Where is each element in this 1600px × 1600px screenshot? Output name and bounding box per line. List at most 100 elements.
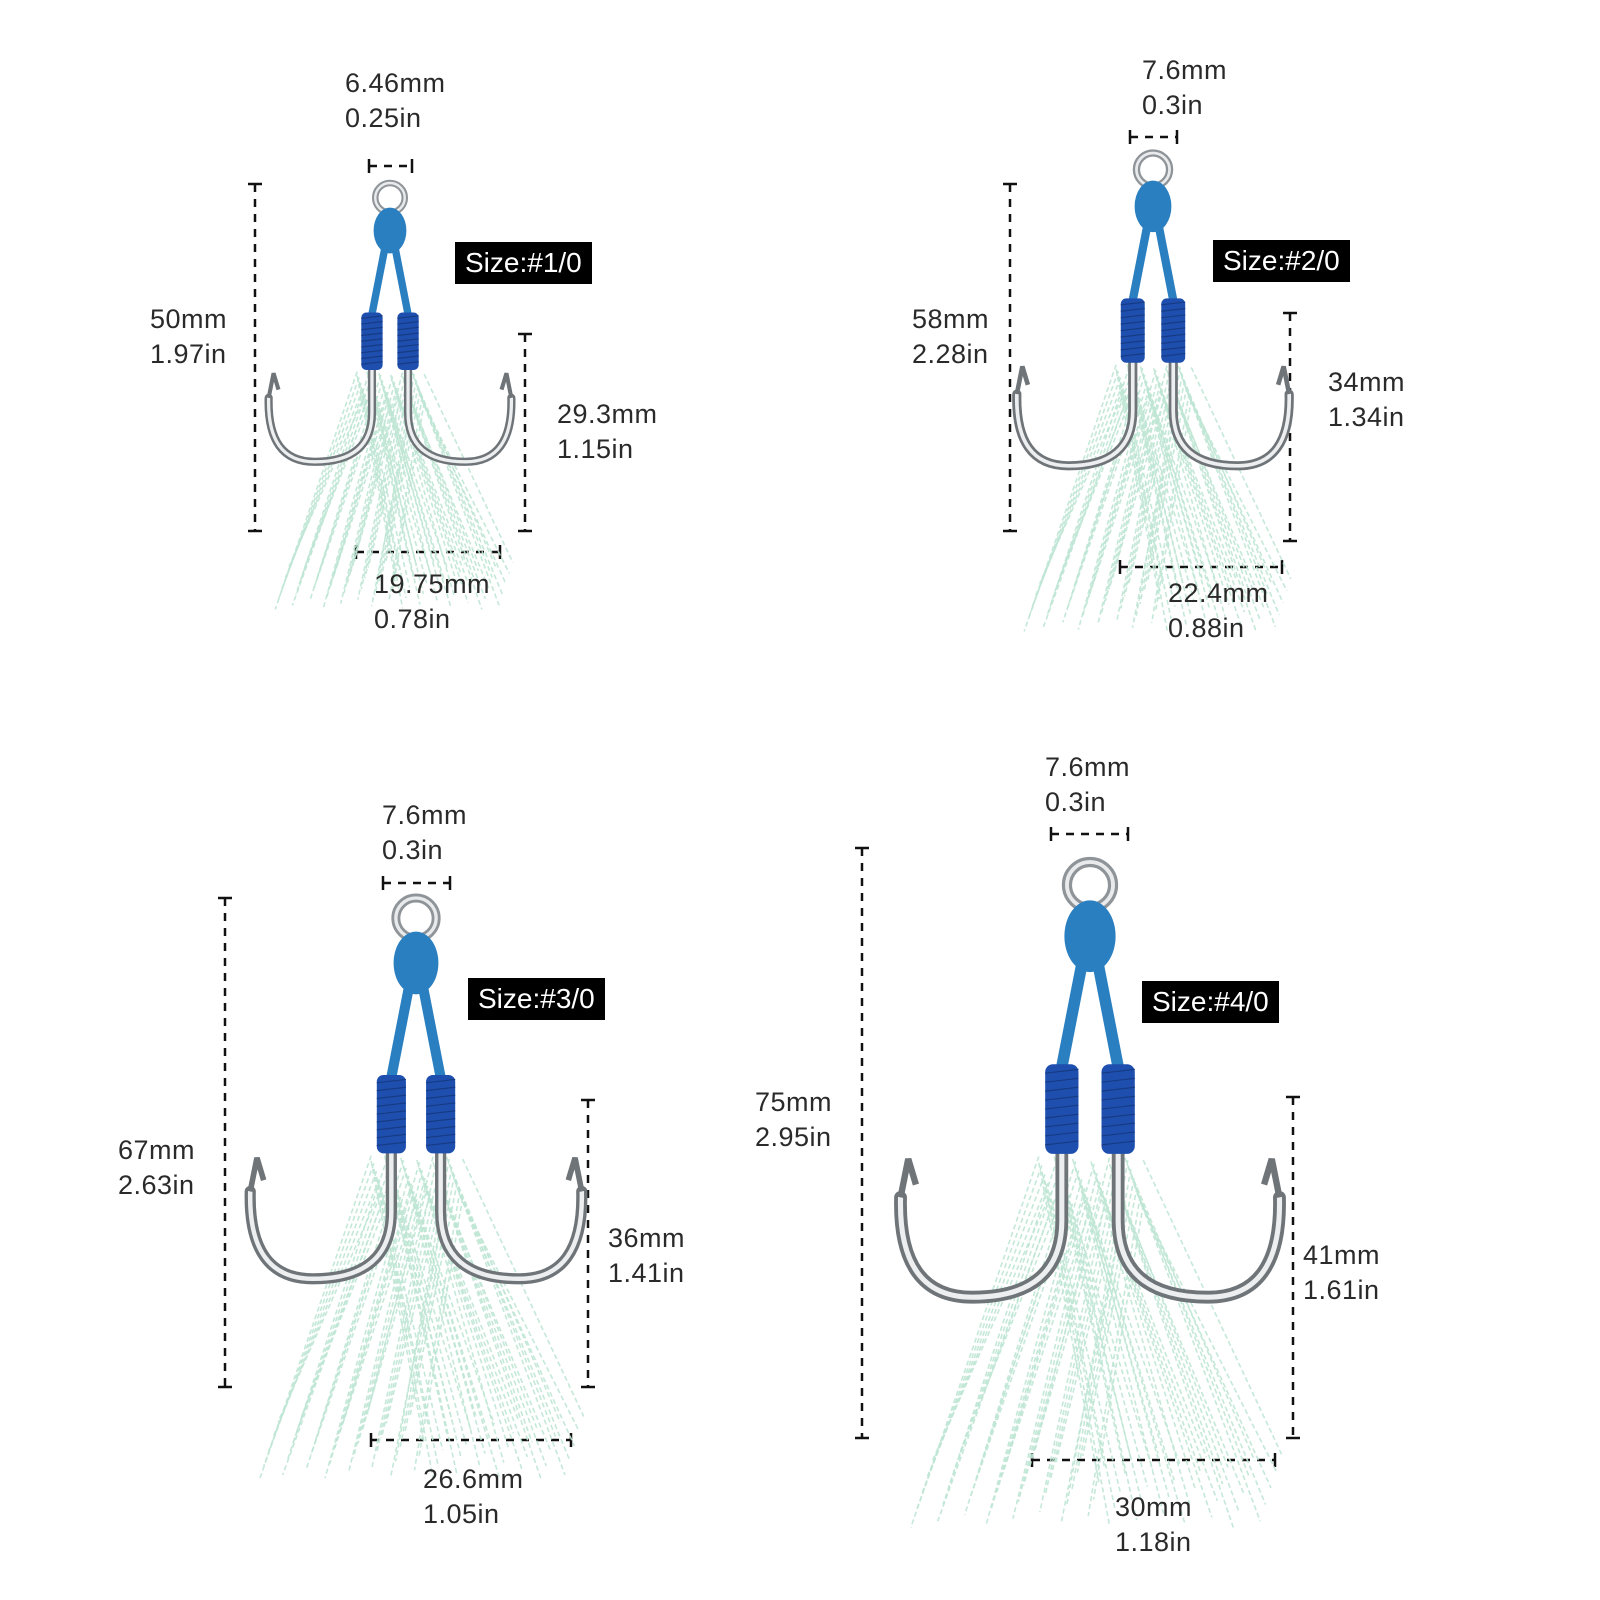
- skirt-strand-1-14: [322, 386, 386, 608]
- cord-knot-2: [1134, 180, 1172, 233]
- skirt-strand-2-27: [1127, 391, 1177, 585]
- thread-turn-3--1-3: [376, 1102, 406, 1107]
- skirt-strand-4-16: [996, 1197, 1089, 1492]
- thread-turn-1-1-7: [397, 355, 419, 360]
- skirt-strand-2-18: [1092, 369, 1157, 582]
- skirt-strand-4-17: [1001, 1206, 1092, 1476]
- skirt-strand-1-2: [281, 382, 362, 589]
- hook-point-right-1: [499, 372, 514, 399]
- thread-turn-3-1-8: [426, 1141, 456, 1147]
- thread-turn-2-1-8: [1161, 352, 1186, 357]
- skirt-strand-3-17: [338, 1199, 418, 1435]
- skirt-strand-3-43: [391, 1178, 463, 1460]
- skirt-strand-2-4: [1038, 390, 1126, 584]
- skirt-strand-2-67: [1186, 390, 1284, 604]
- thread-turn-3-1-6: [426, 1125, 456, 1131]
- skirt-strand-3-26: [380, 1180, 442, 1439]
- thread-turn-4-1-7: [1101, 1131, 1135, 1137]
- skirt-strand-2-9: [1058, 385, 1137, 580]
- thread-turn-1-1-5: [397, 343, 419, 348]
- hook-point-left-4: [897, 1158, 919, 1198]
- size-badge-1: Size:#1/0: [455, 242, 592, 284]
- skirt-strand-2-15: [1081, 387, 1151, 618]
- skirt-strand-2-60: [1170, 382, 1257, 632]
- thread-turn-4-1-1: [1101, 1077, 1135, 1083]
- thread-turn-3--1-0: [376, 1078, 406, 1084]
- hook-shine-right-3: [438, 1151, 585, 1282]
- skirt-strand-4-59: [1111, 1172, 1229, 1468]
- thread-turn-2-1-0: [1161, 301, 1186, 306]
- skirt-strand-2-59: [1168, 376, 1253, 589]
- thread-turn-2--1-0: [1120, 301, 1145, 306]
- thread-turn-2--1-1: [1120, 307, 1145, 312]
- skirt-strand-2-30: [1139, 373, 1184, 604]
- thread-turn-2--1-7: [1120, 346, 1145, 351]
- thread-turn-4-1-4: [1101, 1104, 1135, 1110]
- cord-left-3: [386, 984, 415, 1079]
- thread-turn-1--1-5: [361, 343, 383, 348]
- skirt-strand-1-69: [423, 373, 514, 564]
- skirt-strand-3-3: [272, 1178, 381, 1438]
- thread-wrap-right-3: [426, 1074, 456, 1154]
- skirt-strand-1-51: [387, 401, 452, 608]
- skirt-strand-1-35: [356, 375, 397, 581]
- hook-steel-right-3: [435, 1147, 588, 1285]
- skirt-strand-2-65: [1181, 378, 1277, 628]
- skirt-strand-1-65: [415, 383, 500, 606]
- thread-turn-1-1-4: [397, 338, 419, 342]
- skirt-strand-3-59: [434, 1169, 538, 1429]
- thread-turn-1--1-3: [361, 332, 383, 337]
- cord-left-4: [1056, 960, 1088, 1068]
- thread-turn-4--1-6: [1045, 1122, 1079, 1128]
- skirt-strand-2-36: [1117, 375, 1165, 588]
- skirt-strand-4-69: [1142, 1159, 1283, 1455]
- skirt-strand-2-42: [1130, 377, 1188, 627]
- skirt-strand-2-32: [1147, 386, 1188, 581]
- thread-turn-4--1-1: [1045, 1077, 1079, 1083]
- thread-wrap-right-4: [1101, 1064, 1135, 1154]
- skirt-strand-2-45: [1137, 396, 1199, 591]
- skirt-strand-1-44: [374, 394, 428, 584]
- skirt-strand-4-0: [910, 1156, 1040, 1528]
- skirt-strand-1-55: [395, 391, 466, 565]
- skirt-strand-4-60: [1114, 1181, 1235, 1528]
- skirt-strand-2-26: [1123, 384, 1175, 597]
- skirt-strand-2-68: [1188, 397, 1288, 592]
- skirt-strand-2-66: [1183, 384, 1280, 616]
- skirt-strand-2-38: [1122, 388, 1172, 619]
- hook-steel-right-2: [1168, 358, 1294, 471]
- thread-turn-4--1-4: [1045, 1104, 1079, 1110]
- skirt-strand-4-35: [1038, 1162, 1100, 1483]
- skirt-strand-4-4: [931, 1191, 1052, 1462]
- skirt-strand-2-64: [1179, 371, 1273, 584]
- skirt-strand-1-24: [357, 377, 406, 600]
- thread-turn-4-1-8: [1101, 1140, 1135, 1146]
- cord-knot-3: [393, 931, 439, 995]
- skirt-strand-1-3: [284, 388, 364, 578]
- skirt-strand-4-33: [1087, 1195, 1141, 1517]
- skirt-strand-1-8: [302, 384, 374, 574]
- thread-turn-4-1-6: [1101, 1122, 1135, 1128]
- thread-turn-3-1-1: [426, 1086, 456, 1092]
- cord-left-2: [1128, 223, 1152, 301]
- skirt-strand-1-52: [389, 374, 456, 597]
- thread-wrap-left-3: [376, 1074, 406, 1154]
- thread-turn-1--1-2: [361, 326, 383, 331]
- skirt-strand-4-23: [1033, 1157, 1111, 1453]
- cord-right-3: [417, 984, 446, 1079]
- cord-knot-1: [373, 207, 407, 254]
- thread-turn-2--1-8: [1120, 352, 1145, 357]
- thread-wrap-left-1: [361, 312, 383, 370]
- skirt-strand-1-68: [421, 400, 511, 574]
- skirt-strand-4-27: [1055, 1193, 1123, 1463]
- skirt-strand-4-3: [926, 1182, 1049, 1478]
- skirt-strand-3-57: [429, 1198, 529, 1458]
- skirt-strand-3-62: [443, 1193, 552, 1452]
